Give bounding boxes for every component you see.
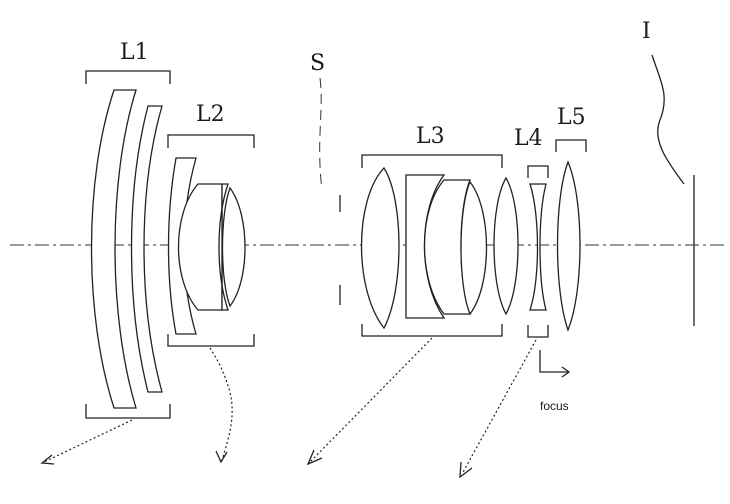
focus-indicator: focus [539,350,571,413]
label-l4: L4 [514,126,543,151]
l5-bracket-top [555,139,587,152]
arrow-l2-head-icon [215,450,228,464]
label-l5: L5 [557,105,586,130]
lens-l2-c [218,183,229,311]
label-focus: focus [540,399,569,413]
arrow-l3-move [309,337,433,463]
arrow-l2-move [209,347,233,461]
image-plane-group: I [642,19,695,326]
lens-l3-d [460,180,488,316]
label-l2: L2 [196,102,225,127]
l3-bracket-top [361,154,503,168]
l4-bracket-bottom [527,325,549,338]
lens-l3-e [493,176,519,316]
l1-bracket-bottom [85,404,171,419]
l4-bracket-top [527,165,549,178]
arrow-l1-head-icon [40,454,55,465]
movement-arrows [40,337,537,479]
lens-l5 [556,160,581,332]
lens-l4 [529,183,547,311]
lens-l3-a [360,166,400,330]
lens-l1-b [130,105,163,393]
arrow-l4-move [461,339,537,475]
l3-bracket-bottom [361,324,503,337]
label-l3: L3 [416,124,445,149]
l1-bracket-top [85,70,171,84]
group-l5: L5 [555,105,587,332]
focus-arrowhead-icon [561,366,571,378]
group-l1: L1 [85,40,171,419]
group-l4: L4 [514,126,549,338]
lens-l2-b [177,183,223,311]
label-l1: L1 [120,40,149,65]
group-l2: L2 [167,102,255,347]
lens-l1-a [90,89,137,409]
lens-l2-d [221,186,246,308]
l2-bracket-bottom [167,334,255,347]
image-plane-leader [651,54,685,185]
focus-arrow-line [539,350,568,373]
l2-bracket-top [167,134,255,148]
arrow-l3-head-icon [306,449,323,466]
group-l3: L3 [360,124,519,337]
arrow-l4-head-icon [459,461,473,479]
arrow-l1-move [43,419,133,463]
stop-leader [319,77,323,191]
label-s: S [310,51,325,76]
label-i: I [642,19,651,44]
aperture-stop: S [310,51,341,305]
